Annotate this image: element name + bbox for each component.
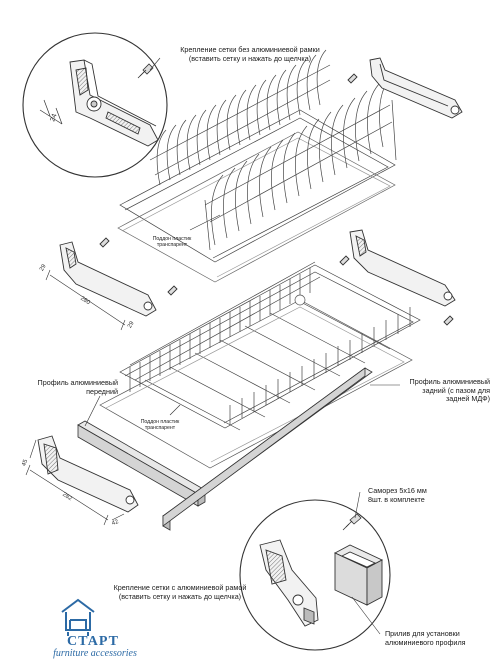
lower-left-bracket bbox=[37, 435, 139, 513]
rear-profile-label: Профиль алюминиевый задний (с пазом для … bbox=[400, 377, 490, 404]
middle-right-bracket bbox=[339, 229, 456, 326]
top-rack-wires-left bbox=[156, 49, 327, 186]
logo-brand: СТАРТ bbox=[67, 634, 119, 649]
tray-top-line1: Поддон пластик bbox=[152, 236, 192, 242]
tray-bottom-line2: транспарент bbox=[144, 425, 176, 432]
brand-logo: СТАРТ furniture accessories bbox=[45, 600, 145, 660]
top-right-bracket bbox=[347, 57, 463, 119]
tray-bottom-line1: Поддон пластик bbox=[140, 419, 180, 425]
upper-left-bracket bbox=[59, 237, 178, 317]
dim-282-line bbox=[25, 439, 125, 526]
bottom-clip-line2: (вставить сетку и нажать до щелчка) bbox=[118, 591, 242, 601]
logo-armchair-icon bbox=[61, 598, 95, 636]
top-detail-circle bbox=[22, 32, 168, 178]
bottom-detail-screw bbox=[342, 513, 362, 531]
top-detail-screw bbox=[137, 63, 154, 79]
top-clip-line2: (вставить сетку и нажать до щелчка) bbox=[188, 53, 312, 63]
bottom-detail-bracket bbox=[259, 539, 319, 627]
front-profile-line1: Профиль алюминиевый bbox=[37, 378, 118, 387]
lower-cup-rack bbox=[119, 261, 421, 431]
screw-line1: Саморез 5х16 мм bbox=[368, 486, 427, 495]
screw-label: Саморез 5х16 мм 8шт. в комплекте bbox=[368, 486, 427, 504]
logo-tagline: furniture accessories bbox=[53, 648, 137, 659]
tray-top-line2: транспарент bbox=[156, 242, 188, 249]
front-profile-line2: передний bbox=[86, 386, 118, 396]
rear-profile-line1: Профиль алюминиевый bbox=[409, 377, 490, 386]
top-plate-rack bbox=[117, 49, 397, 283]
bottom-clip-line1: Крепление сетки с алюминиевой рамой bbox=[113, 583, 247, 592]
lower-tray bbox=[99, 294, 413, 469]
rear-profile bbox=[162, 367, 373, 531]
top-rack-wires-right bbox=[211, 76, 392, 246]
rear-profile-line2: задний (с пазом для bbox=[422, 385, 490, 395]
dim-280-line bbox=[45, 269, 126, 331]
dim-24-mark: 24 bbox=[49, 113, 58, 123]
top-detail-bracket bbox=[69, 59, 159, 147]
front-profile-label: Профиль алюминиевый передний bbox=[28, 378, 118, 396]
profile-lug-line2: алюминиевого профиля bbox=[385, 637, 466, 647]
leader-lines bbox=[84, 57, 400, 635]
top-clip-line1: Крепление сетки без алюминиевой рамки bbox=[180, 45, 320, 54]
bottom-detail-circle bbox=[239, 499, 391, 651]
profile-lug-line1: Прилив для установки bbox=[385, 629, 460, 638]
bottom-clip-label: Крепление сетки с алюминиевой рамой (вст… bbox=[90, 583, 270, 601]
tray-bottom-label: Поддон пластик транспарент bbox=[130, 419, 190, 431]
profile-lug-label: Прилив для установки алюминиевого профил… bbox=[385, 629, 466, 647]
rear-profile-line3: задней МДФ) bbox=[445, 394, 490, 404]
top-clip-label: Крепление сетки без алюминиевой рамки (в… bbox=[150, 45, 350, 63]
lower-rack-wires bbox=[129, 268, 411, 431]
bottom-detail-profile bbox=[333, 544, 384, 606]
screw-line2: 8шт. в комплекте bbox=[368, 494, 425, 504]
tray-top-label: Поддон пластик транспарент bbox=[142, 236, 202, 248]
